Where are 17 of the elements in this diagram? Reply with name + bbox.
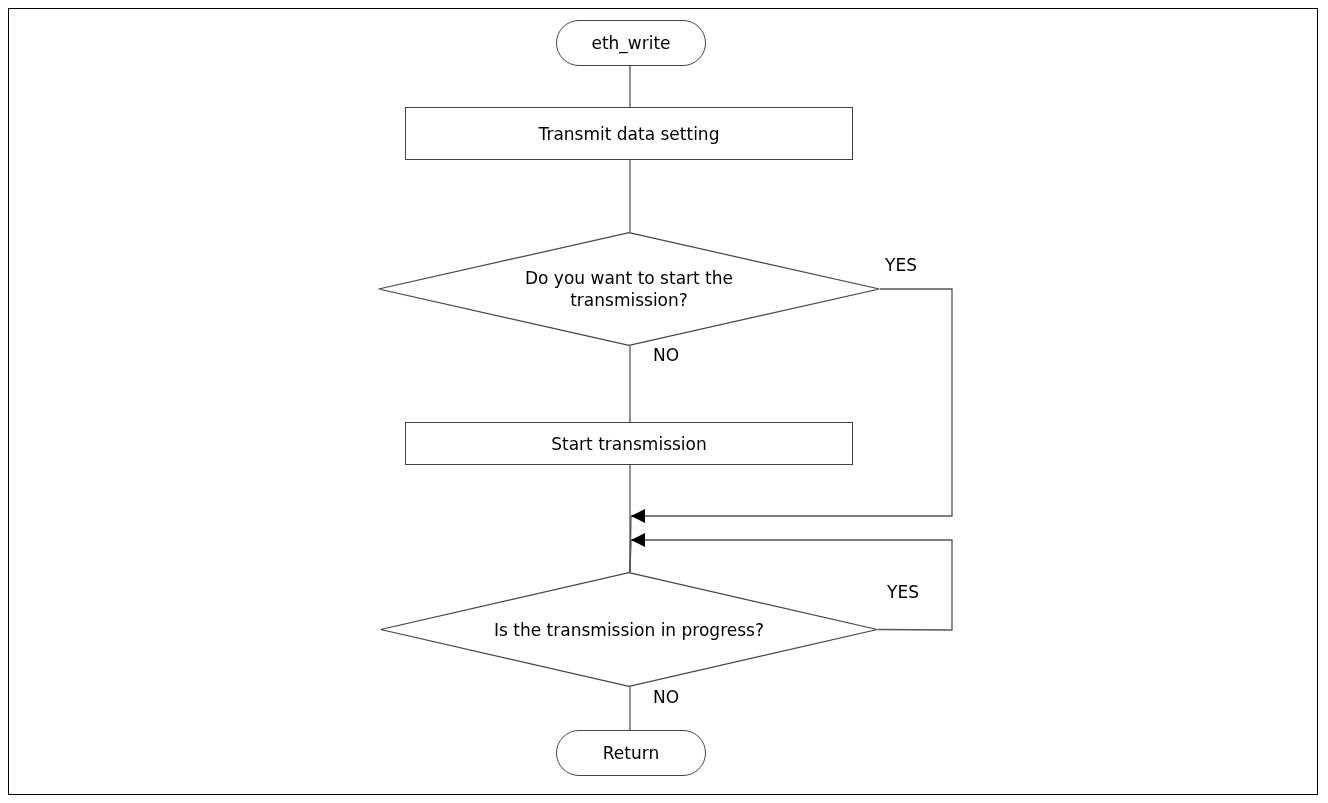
- terminal-shape: [556, 20, 706, 66]
- terminal-shape: [556, 730, 706, 776]
- node-text: eth_write: [591, 32, 671, 54]
- process-box: [405, 422, 853, 465]
- node-text: Do you want to start the transmission?: [523, 267, 735, 311]
- arrow: [629, 533, 953, 631]
- connector-line: [629, 159, 631, 233]
- node-text: Start transmission: [551, 432, 707, 455]
- connector-line: [629, 686, 631, 731]
- decision-diamond: [380, 572, 878, 687]
- connector-line: [629, 345, 631, 423]
- decision-diamond: [378, 232, 880, 346]
- connector-line: [629, 65, 631, 108]
- process-box: [405, 107, 853, 160]
- node-text: Transmit data setting: [538, 122, 720, 145]
- node-text: Is the transmission in progress?: [494, 618, 764, 641]
- node-text: Return: [602, 742, 660, 764]
